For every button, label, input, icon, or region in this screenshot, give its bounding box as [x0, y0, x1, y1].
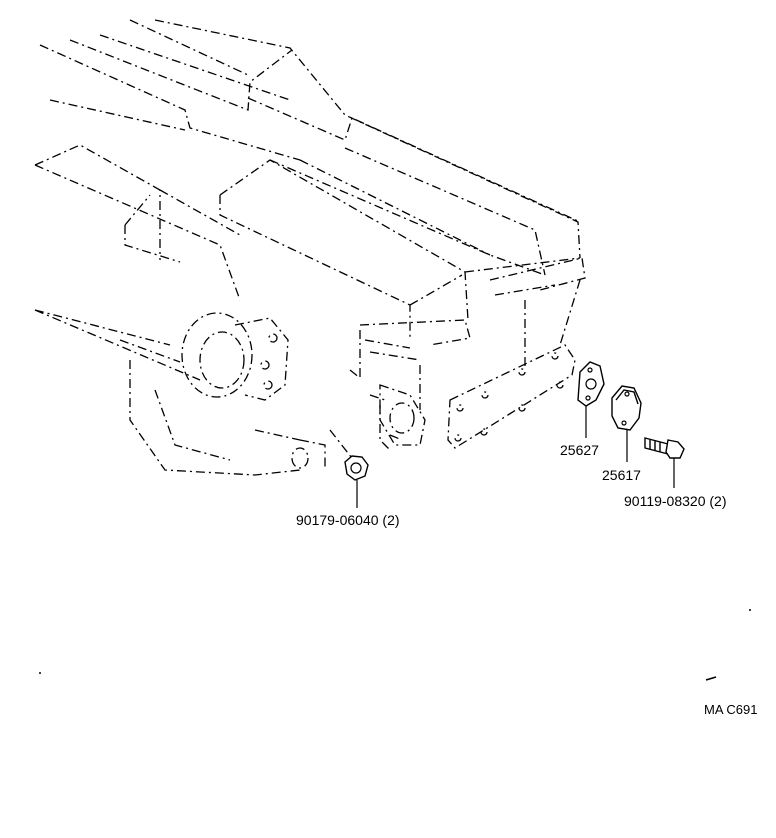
nut-part [344, 455, 369, 508]
scan-speck [705, 676, 717, 681]
scan-speck [39, 672, 41, 674]
diagram-code: MA C691 [704, 702, 757, 717]
bolt-part [644, 437, 685, 488]
cover-plate-part [611, 385, 642, 462]
bolt-part-number-label: 90119-08320 (2) [624, 493, 726, 509]
gasket-part-number-label: 25627 [560, 442, 599, 458]
gasket-part [577, 361, 605, 438]
cover-plate-part-number-label: 25617 [602, 467, 641, 483]
engine-outline [34, 19, 586, 476]
nut-part-number-label: 90179-06040 (2) [296, 512, 400, 528]
scan-speck [749, 609, 751, 611]
